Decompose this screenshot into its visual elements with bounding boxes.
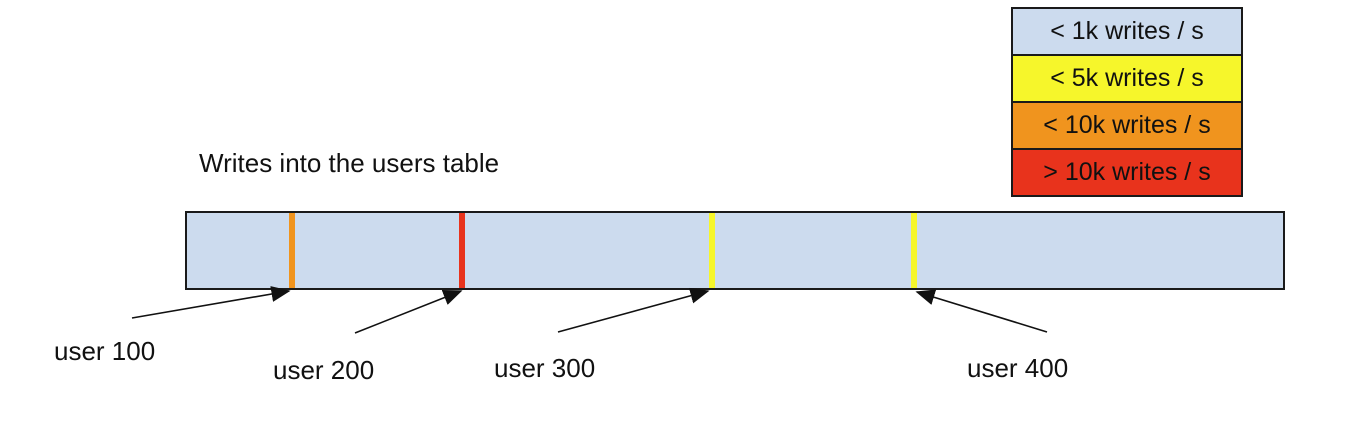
label-user-400: user 400: [967, 353, 1069, 383]
legend-item-lt-10k-label: < 10k writes / s: [1043, 111, 1211, 139]
legend-item-gt-10k: > 10k writes / s: [1013, 150, 1241, 195]
legend: < 1k writes / s < 5k writes / s < 10k wr…: [1011, 7, 1243, 197]
diagram-title: Writes into the users table: [199, 148, 500, 178]
tick-user-200: [459, 213, 465, 288]
label-user-100: user 100: [54, 336, 156, 366]
tick-user-400: [911, 213, 917, 288]
tick-user-100: [289, 213, 295, 288]
legend-item-lt-10k: < 10k writes / s: [1013, 103, 1241, 150]
arrow-user-100: [131, 286, 291, 319]
label-user-300: user 300: [494, 353, 596, 383]
arrow-user-300: [557, 287, 710, 333]
users-table-bar: [185, 211, 1285, 290]
legend-item-gt-10k-label: > 10k writes / s: [1043, 158, 1211, 186]
arrow-user-200: [354, 290, 463, 334]
tick-user-300: [709, 213, 715, 288]
legend-item-lt-1k-label: < 1k writes / s: [1050, 17, 1204, 45]
arrow-user-400: [915, 289, 1048, 333]
legend-item-lt-5k: < 5k writes / s: [1013, 56, 1241, 103]
legend-item-lt-1k: < 1k writes / s: [1013, 9, 1241, 56]
label-user-200: user 200: [273, 355, 375, 385]
legend-item-lt-5k-label: < 5k writes / s: [1050, 64, 1204, 92]
